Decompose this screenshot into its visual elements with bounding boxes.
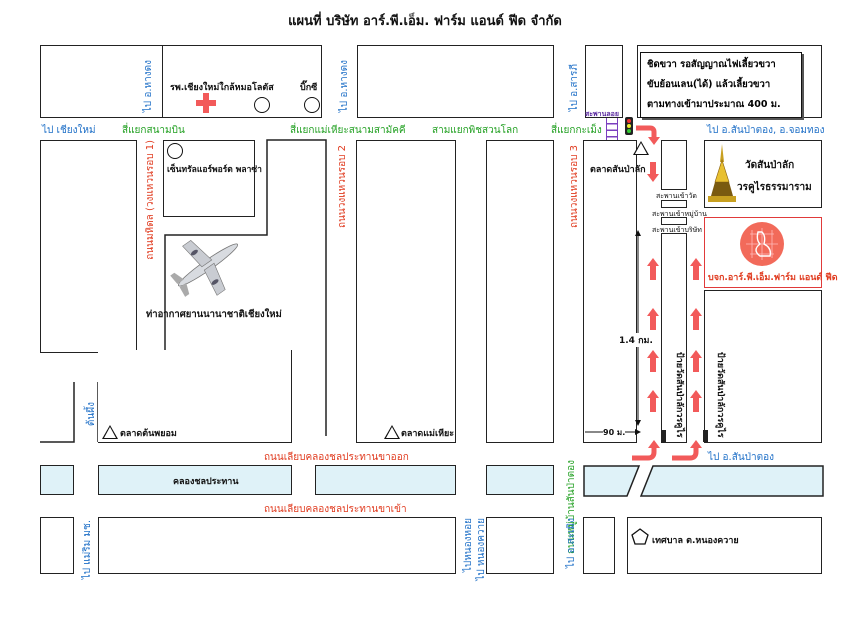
road-label-samoeng: ไป อ.สะเมิง bbox=[566, 518, 577, 569]
road-label-mae-rim: ไป แม่ริม มช. bbox=[82, 520, 93, 580]
block-top-4 bbox=[585, 45, 623, 118]
lotus-label: โลตัส bbox=[252, 83, 274, 93]
note-line-2: ขับย้อนเลน(ได้) แล้วเลี้ยวขวา bbox=[647, 79, 771, 90]
block-row2-1 bbox=[40, 140, 137, 353]
airport-area bbox=[164, 139, 327, 436]
road-label-ring3: ถนนวงแหวนรอบ 3 bbox=[569, 145, 580, 228]
block-top-1 bbox=[40, 45, 163, 118]
company-label: บจก.อาร์.พี.เอ็ม.ฟาร์ม แอนด์ ฟีด bbox=[708, 273, 838, 283]
block-bottom-4 bbox=[583, 517, 615, 574]
sign-post-2 bbox=[703, 430, 708, 442]
arrow-up-icon bbox=[647, 258, 659, 280]
median-3 bbox=[661, 217, 687, 225]
canal-block-3 bbox=[315, 465, 456, 495]
turn-right-arrow-icon bbox=[636, 125, 660, 145]
airplane-icon bbox=[170, 240, 239, 297]
sign-2-label: ป้ายวัดสันป่าลักวรคูไร bbox=[715, 352, 725, 438]
junction-mahidol: สี่แยกแม่เหียะสนามสามัคคี bbox=[290, 125, 406, 136]
direction-note: ชิดขวา รอสัญญาณไฟเลี้ยวขวา ขับย้อนเลน(ได… bbox=[640, 52, 802, 118]
bridge-label: สะพานลอย bbox=[585, 110, 619, 118]
municipality-label: เทศบาล ต.หนองควาย bbox=[652, 536, 739, 546]
temple-pagoda-icon bbox=[708, 144, 736, 202]
turn-company-label: สะพานเข้าบริษัท bbox=[652, 226, 702, 234]
distance-vertical-label: 1.4 กม. bbox=[619, 333, 653, 347]
block-bottom-2 bbox=[98, 517, 456, 574]
canal-block-2 bbox=[98, 465, 292, 495]
junction-airport: สี่แยกสนามบิน bbox=[122, 125, 185, 136]
arrow-up-icon bbox=[690, 350, 702, 372]
median-2 bbox=[661, 200, 687, 208]
market-tonpayom-icon bbox=[102, 425, 118, 439]
wat-name-line-2: วรคูไรธรรมาราม bbox=[737, 182, 812, 193]
arrow-up-icon bbox=[647, 308, 659, 330]
company-logo-icon bbox=[740, 222, 784, 266]
road-label-chiangmai: ไป เชียงใหม่ bbox=[42, 125, 96, 136]
block-bottom-3 bbox=[486, 517, 554, 574]
market-sanpalak-icon bbox=[633, 141, 649, 155]
road-label-sarapee: ไป อ.สารภี bbox=[569, 64, 580, 112]
map-title: แผนที่ บริษัท อาร์.พี.เอ็ม. ฟาร์ม แอนด์ … bbox=[288, 14, 562, 29]
block-row2-4 bbox=[486, 140, 554, 443]
block-maehia bbox=[356, 140, 456, 443]
block-sanpalak-market bbox=[583, 140, 637, 443]
traffic-light-icon bbox=[625, 117, 633, 135]
sign-post-1 bbox=[661, 430, 666, 442]
junction-phichai: สามแยกพิชสวนโลก bbox=[432, 125, 519, 136]
road-label-canal-out: ถนนเลียบคลองชลประทานขาออก bbox=[264, 452, 409, 463]
sign-1-label: ป้ายวัดสันป่าลักวรคูไร bbox=[674, 352, 684, 438]
canal-block-4 bbox=[486, 465, 554, 495]
canal-name-label: คลองชลประทาน bbox=[173, 477, 239, 487]
market-tonpayom-label: ตลาดต้นพยอม bbox=[120, 429, 177, 439]
bigc-marker-icon bbox=[304, 97, 320, 113]
road-label-tonpueng: ต้นผึ้ง bbox=[86, 402, 97, 427]
arrow-up-icon bbox=[690, 258, 702, 280]
municipality-pentagon-icon bbox=[631, 528, 649, 545]
block-tonpayom bbox=[98, 350, 292, 443]
median-4 bbox=[661, 233, 687, 443]
arrow-up-icon bbox=[690, 308, 702, 330]
turn-arrows-bottom bbox=[632, 440, 702, 461]
block-municipality bbox=[627, 517, 822, 574]
central-marker-icon bbox=[167, 143, 183, 159]
distance-marker-vertical bbox=[635, 230, 641, 426]
block-hospital bbox=[162, 45, 322, 118]
road-label-hangdong-1: ไป อ.หางดง bbox=[143, 60, 154, 113]
road-label-hangdong-2: ไป อ.หางดง bbox=[339, 60, 350, 113]
hospital-cross-icon bbox=[196, 93, 216, 113]
arrow-up-icon bbox=[647, 350, 659, 372]
median-1 bbox=[661, 140, 687, 190]
turn-wat-label: สะพานเข้าวัด bbox=[656, 192, 697, 200]
footbridge-icon bbox=[606, 118, 618, 140]
turn-village-label: สะพานเข้าหมู่บ้าน bbox=[652, 210, 707, 218]
market-sanpalak-label: ตลาดสันป่าลัก bbox=[590, 165, 646, 175]
canal-block-5 bbox=[583, 465, 824, 497]
note-line-3: ตามทางเข้ามาประมาณ 400 ม. bbox=[647, 99, 781, 110]
road-label-ring2: ถนนวงแหวนรอบ 2 bbox=[337, 145, 348, 228]
distance-horizontal-label: 90 ม. bbox=[603, 426, 626, 439]
arrow-down-icon bbox=[647, 162, 659, 182]
bigc-label: บิ๊กซี bbox=[300, 83, 318, 93]
block-bottom-1 bbox=[40, 517, 74, 574]
canal-block-1 bbox=[40, 465, 74, 495]
wat-name-line-1: วัดสันป่าลัก bbox=[745, 160, 795, 171]
direction-arrows bbox=[647, 162, 702, 412]
road-label-sanpatong-chomthong: ไป อ.สันป่าตอง, อ.จอมทอง bbox=[707, 125, 825, 136]
market-maehia-label: ตลาดแม่เหียะ bbox=[401, 429, 455, 439]
arrow-up-icon bbox=[647, 390, 659, 412]
junction-kamoeng: สี่แยกกะเม็ง bbox=[551, 125, 602, 136]
airport-label: ท่าอากาศยานนานาชาติเชียงใหม่ bbox=[146, 309, 282, 320]
road-label-canal-in: ถนนเลียบคลองชลประทานขาเข้า bbox=[264, 504, 407, 515]
arrow-up-icon bbox=[690, 390, 702, 412]
block-row2-right-lower bbox=[704, 290, 822, 443]
block-top-3 bbox=[357, 45, 554, 118]
lotus-marker-icon bbox=[254, 97, 270, 113]
market-maehia-icon bbox=[384, 425, 400, 439]
road-label-sanpatong: ไป อ.สันป่าตอง bbox=[708, 452, 775, 463]
road-label-mahidol: ถนนมหิดล (วงแหวนรอบ 1) bbox=[145, 140, 156, 260]
central-airport-label: เซ็นทรัลแอร์พอร์ต พลาซ่า bbox=[167, 165, 262, 175]
hospital-label: รพ.เชียงใหม่ใกล้หมอ bbox=[170, 83, 252, 93]
note-line-1: ชิดขวา รอสัญญาณไฟเลี้ยวขวา bbox=[647, 59, 776, 70]
